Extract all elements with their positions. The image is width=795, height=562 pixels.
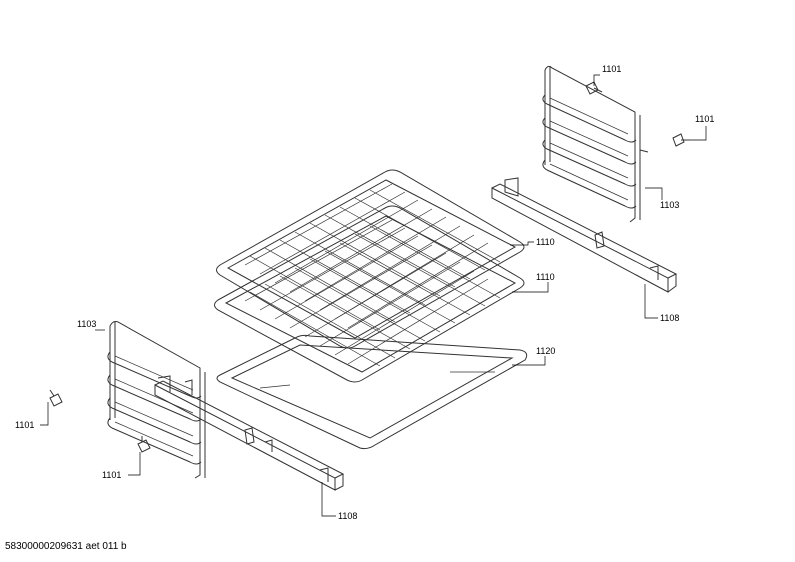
label-grid-lower: 1110: [536, 272, 555, 282]
screw-right-icon: [672, 133, 689, 147]
screw-top-icon: [585, 81, 603, 95]
screw-left-a-icon: [49, 389, 63, 407]
screw-left-b-icon: [137, 436, 151, 453]
label-screw-top-right-rack: 1101: [602, 64, 621, 74]
right-telescopic-rail: [491, 177, 678, 293]
document-id: 58300000209631 aet 011 b: [5, 541, 127, 552]
baking-tray: [216, 334, 528, 450]
label-rack-right: 1103: [660, 200, 679, 210]
label-screw-right: 1101: [695, 114, 714, 124]
label-screw-left-b: 1101: [102, 470, 121, 480]
label-tray: 1120: [536, 346, 555, 356]
lower-wire-grid: [214, 205, 525, 383]
left-telescopic-rail: [154, 375, 345, 491]
label-screw-left-a: 1101: [15, 420, 34, 430]
label-rail-left: 1108: [338, 511, 357, 521]
left-shelf-rack: [107, 321, 206, 479]
right-shelf-rack: [542, 65, 649, 223]
label-rail-right: 1108: [660, 313, 679, 323]
label-rack-left: 1103: [77, 319, 96, 329]
leader-lines: [40, 74, 707, 517]
label-grid-upper: 1110: [536, 237, 555, 247]
